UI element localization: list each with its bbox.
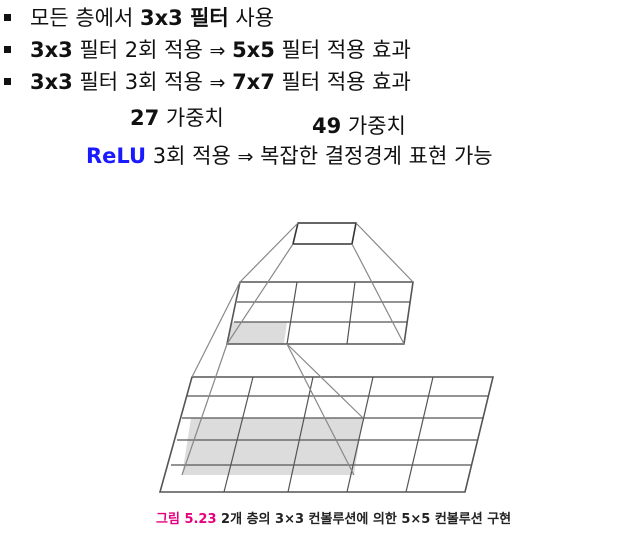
bottom-grid (158, 376, 495, 493)
arrow-icon: ⇒ (209, 40, 226, 62)
arrow-icon: ⇒ (237, 146, 254, 168)
relu-note: ReLU 3회 적용 ⇒ 복잡한 결정경계 표현 가능 (86, 142, 493, 171)
arrow-icon: ⇒ (209, 72, 226, 94)
text-post: 필터 2회 적용 (72, 38, 210, 62)
top-cell (291, 222, 357, 245)
text-post: 필터 3회 적용 (72, 70, 210, 94)
bottom-shaded-region (182, 418, 363, 475)
weight-note-left: 27 가중치 (130, 104, 224, 132)
text-bold: 3x3 (30, 70, 73, 94)
weight-count: 49 (312, 114, 342, 138)
relu-text: 3회 적용 (146, 144, 238, 168)
weight-label: 가중치 (159, 106, 224, 130)
caption-figure-number: 그림 5.23 (156, 512, 217, 527)
figure-caption: 그림 5.23 2개 층의 3×3 컨볼루션에 의한 5×5 컨볼루션 구현 (156, 508, 511, 527)
text-bold: 5x5 (232, 38, 275, 62)
text-bold: 3x3 필터 (139, 6, 229, 30)
bullet-text: 모든 층에서 3x3 필터 사용 (30, 4, 274, 32)
bullet-icon (4, 14, 11, 21)
relu-label: ReLU (86, 144, 147, 168)
middle-shaded-cell (227, 322, 287, 344)
weight-note-right: 49 가중치 (312, 112, 406, 140)
bullet-text: 3x3 필터 3회 적용 ⇒ 7x7 필터 적용 효과 (30, 68, 411, 97)
weight-count: 27 (130, 106, 160, 130)
projection-lines (181, 222, 414, 476)
relu-tail: 복잡한 결정경계 표현 가능 (253, 144, 493, 168)
text-tail: 필터 적용 효과 (274, 70, 411, 94)
text-pre: 모든 층에서 (30, 6, 140, 30)
bullet-text: 3x3 필터 2회 적용 ⇒ 5x5 필터 적용 효과 (30, 36, 411, 65)
caption-text: 2개 층의 3×3 컨볼루션에 의한 5×5 컨볼루션 구현 (216, 512, 512, 527)
text-bold: 7x7 (232, 70, 275, 94)
bullet-icon (4, 46, 11, 53)
text-post: 사용 (228, 6, 275, 30)
text-bold: 3x3 (30, 38, 73, 62)
text-tail: 필터 적용 효과 (274, 38, 411, 62)
bullet-icon (4, 78, 11, 85)
convolution-diagram (158, 222, 495, 493)
weight-label: 가중치 (341, 114, 406, 138)
